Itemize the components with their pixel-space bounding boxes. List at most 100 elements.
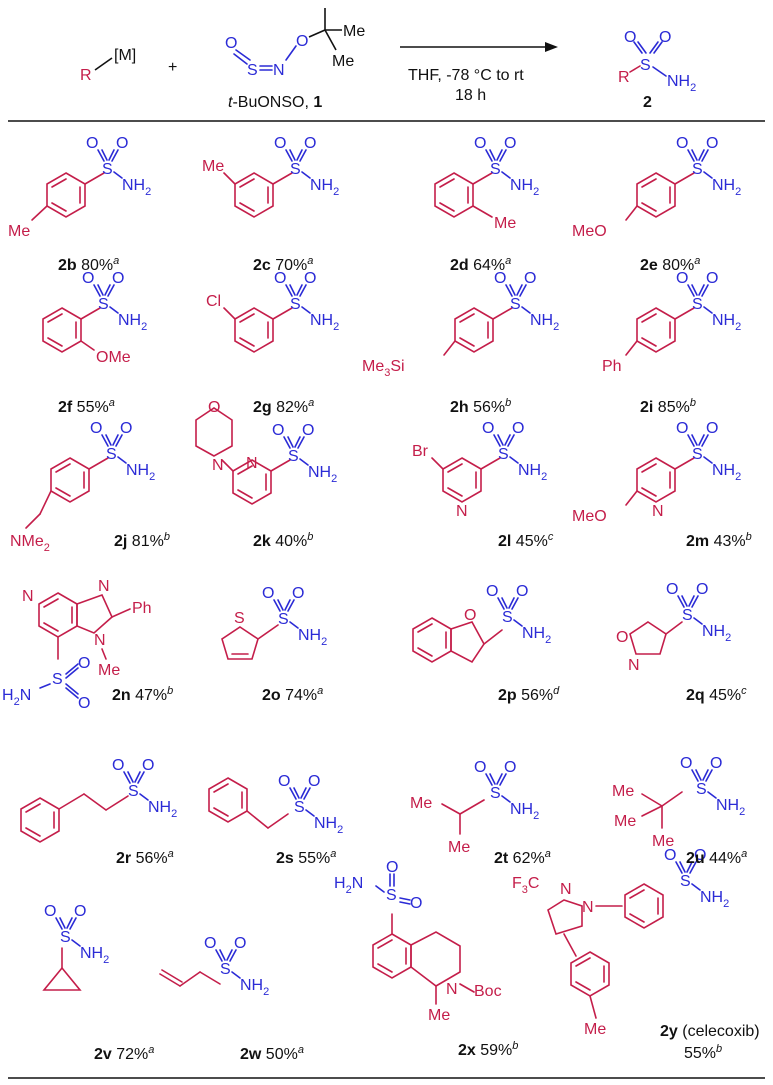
- svg-text:Me: Me: [202, 158, 224, 175]
- svg-text:S: S: [692, 446, 703, 463]
- svg-text:O: O: [482, 420, 494, 437]
- label-2j: 2j 81%b: [114, 531, 170, 550]
- svg-text:O: O: [516, 583, 528, 600]
- svg-text:NH2: NH2: [518, 462, 547, 483]
- svg-text:O: O: [272, 422, 284, 439]
- onso-sulfur: S: [247, 62, 258, 79]
- svg-text:S: S: [128, 783, 139, 800]
- label-2b: 2b 80%a: [58, 255, 119, 274]
- svg-text:Ph: Ph: [602, 358, 622, 375]
- structure-2v: [42, 947, 82, 991]
- svg-text:S: S: [234, 610, 245, 627]
- svg-text:O: O: [696, 581, 708, 598]
- svg-text:Me: Me: [584, 1021, 606, 1038]
- structure-2s: [208, 777, 289, 829]
- svg-text:N: N: [98, 578, 110, 595]
- svg-text:S: S: [106, 446, 117, 463]
- svg-text:O: O: [512, 420, 524, 437]
- svg-text:NH2: NH2: [510, 801, 539, 822]
- svg-text:NH2: NH2: [148, 799, 177, 820]
- svg-text:Me: Me: [652, 833, 674, 850]
- svg-text:O: O: [676, 270, 688, 287]
- svg-text:S: S: [502, 609, 513, 626]
- compound-labels: 2b 80%a 2c 70%a 2d 64%a 2e 80%a 2f 55%a …: [58, 255, 760, 1063]
- label-2l: 2l 45%c: [498, 531, 554, 550]
- svg-text:S: S: [60, 929, 71, 946]
- svg-text:NH2: NH2: [510, 177, 539, 198]
- svg-text:O: O: [112, 757, 124, 774]
- structure-2h: Me3Si: [362, 307, 513, 379]
- structure-drawings: Me Me Me MeO OMe: [2, 135, 745, 1038]
- svg-text:NH2: NH2: [308, 464, 337, 485]
- structure-2r: [20, 793, 129, 843]
- svg-text:O: O: [710, 755, 722, 772]
- svg-text:O: O: [504, 135, 516, 152]
- svg-text:O: O: [142, 757, 154, 774]
- structure-2g: Cl: [206, 293, 293, 353]
- svg-text:O: O: [262, 585, 274, 602]
- svg-text:N: N: [446, 981, 458, 998]
- svg-text:O: O: [90, 420, 102, 437]
- plus-sign: +: [168, 59, 177, 76]
- structure-2p: O: [412, 607, 503, 664]
- tbu-methyl-2: Me: [332, 53, 354, 70]
- svg-text:S: S: [692, 296, 703, 313]
- reagent-R: R: [80, 67, 92, 84]
- structure-2n: N N Ph N Me: [22, 578, 152, 679]
- label-2h: 2h 56%b: [450, 397, 511, 416]
- svg-text:S: S: [98, 296, 109, 313]
- svg-text:O: O: [524, 270, 536, 287]
- svg-text:NH2: NH2: [667, 73, 696, 94]
- label-2q: 2q 45%c: [686, 685, 747, 704]
- svg-text:S: S: [278, 611, 289, 628]
- svg-text:S: S: [386, 887, 397, 904]
- svg-text:O: O: [676, 135, 688, 152]
- product-number: 2: [643, 94, 652, 111]
- svg-text:S: S: [490, 161, 501, 178]
- structure-2c: Me: [202, 158, 293, 218]
- svg-text:S: S: [288, 448, 299, 465]
- label-2n: 2n 47%b: [112, 685, 173, 704]
- svg-text:NH2: NH2: [122, 177, 151, 198]
- structure-2o: S: [221, 610, 279, 660]
- structure-2i: Ph: [602, 307, 695, 375]
- svg-text:O: O: [676, 420, 688, 437]
- svg-text:NH2: NH2: [716, 797, 745, 818]
- label-2w: 2w 50%a: [240, 1044, 304, 1063]
- svg-text:O: O: [494, 270, 506, 287]
- label-2c: 2c 70%a: [253, 255, 313, 274]
- structure-2u: Me Me Me: [612, 783, 683, 850]
- svg-text:O: O: [120, 420, 132, 437]
- svg-text:NH2: NH2: [310, 177, 339, 198]
- svg-text:O: O: [82, 270, 94, 287]
- svg-text:NH2: NH2: [118, 312, 147, 333]
- reagent-name: t-BuONSO, 1: [228, 94, 322, 111]
- svg-text:O: O: [78, 655, 90, 672]
- svg-text:Me: Me: [448, 839, 470, 856]
- svg-text:N: N: [22, 588, 34, 605]
- svg-text:S: S: [102, 161, 113, 178]
- svg-text:O: O: [666, 581, 678, 598]
- svg-text:S: S: [680, 873, 691, 890]
- structure-2j: NMe2: [10, 457, 109, 554]
- product-oxygen-1: O: [624, 29, 636, 46]
- svg-text:N: N: [212, 457, 224, 474]
- svg-text:O: O: [308, 773, 320, 790]
- conditions-line-2: 18 h: [455, 87, 486, 104]
- svg-text:S: S: [294, 799, 305, 816]
- svg-text:Me: Me: [410, 795, 432, 812]
- svg-text:O: O: [706, 135, 718, 152]
- onso-oxygen-1: O: [225, 35, 237, 52]
- svg-text:O: O: [292, 585, 304, 602]
- structure-2e: MeO: [572, 172, 695, 240]
- svg-text:O: O: [474, 759, 486, 776]
- label-2s: 2s 55%a: [276, 848, 336, 867]
- svg-text:NH2: NH2: [126, 462, 155, 483]
- svg-text:O: O: [204, 935, 216, 952]
- structure-2b: Me: [8, 172, 105, 240]
- svg-text:O: O: [274, 135, 286, 152]
- structure-2x: N Boc Me: [372, 913, 502, 1024]
- svg-text:O: O: [706, 270, 718, 287]
